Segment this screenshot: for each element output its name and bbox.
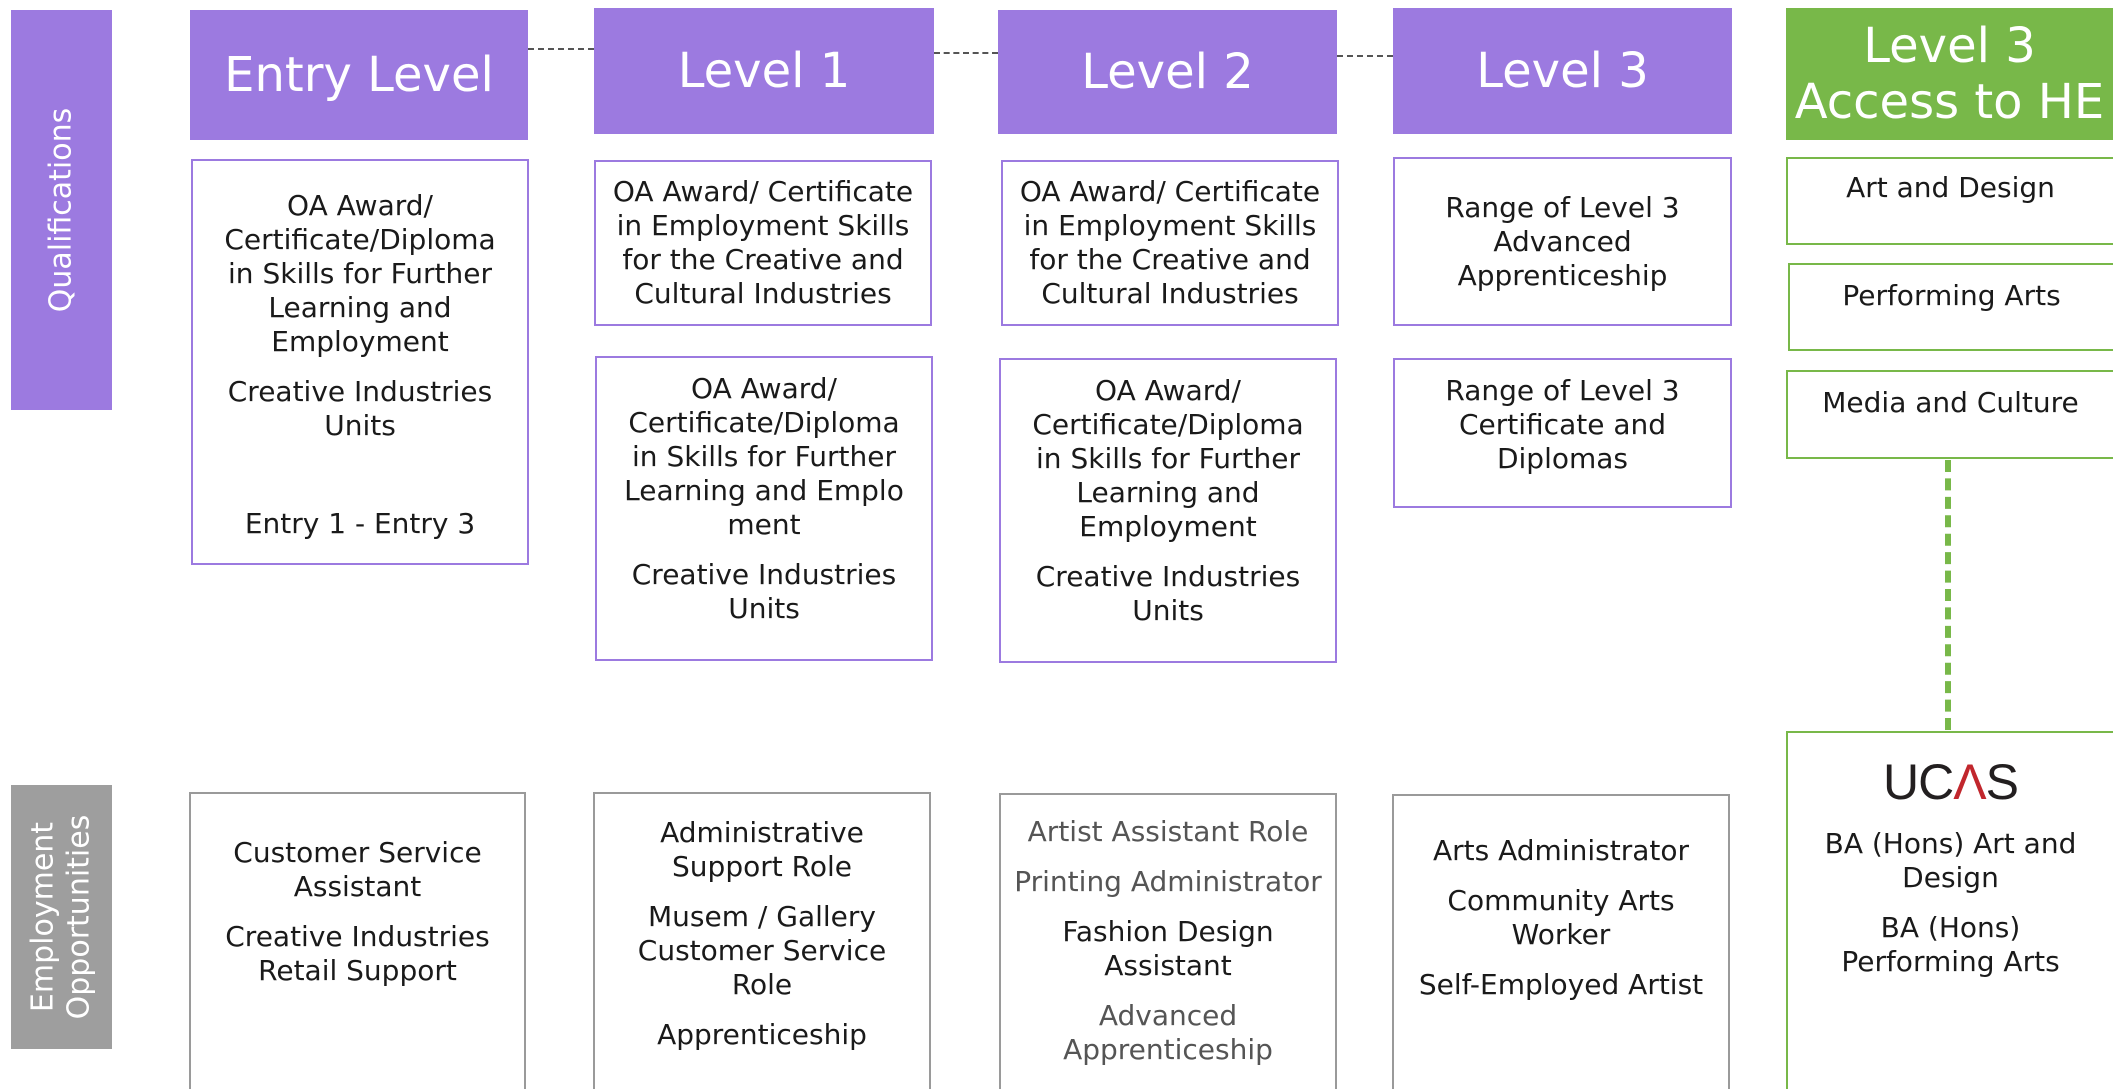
emp-box-entry: Customer Service Assistant Creative Indu…	[189, 792, 526, 1089]
emp-entry-item: Customer Service Assistant	[233, 835, 482, 903]
qual-box-level1-b: OA Award/ Certificate/Diploma in Skills …	[595, 356, 933, 661]
qual-entry-item: Creative Industries Units	[227, 375, 493, 442]
header-access-to-he: Level 3 Access to HE	[1786, 8, 2113, 140]
qualifications-label: Qualifications	[43, 107, 79, 313]
qual-box-level2-a: OA Award/ Certificate in Employment Skil…	[1001, 160, 1339, 326]
qual-level2-b-item: OA Award/ Certificate/Diploma in Skills …	[1032, 374, 1304, 543]
qual-box-level3-a: Range of Level 3 Advanced Apprenticeship	[1393, 157, 1732, 326]
emp-level2-item: Artist Assistant Role	[1027, 815, 1309, 848]
emp-level3-item: Self-Employed Artist	[1418, 968, 1704, 1001]
qual-level1-b-item: Creative Industries Units	[631, 558, 897, 625]
connector-access-ucas	[1945, 460, 1951, 730]
qual-access-item: Art and Design	[1846, 171, 2055, 204]
qual-entry-item: OA Award/ Certificate/Diploma in Skills …	[224, 189, 496, 358]
employment-side-label: Employment Opportunities	[11, 785, 112, 1049]
header-access-line1: Level 3	[1863, 18, 2036, 74]
emp-entry-item: Creative Industries Retail Support	[225, 919, 490, 987]
qual-level1-a-text: OA Award/ Certificate in Employment Skil…	[612, 175, 914, 310]
qual-box-level1-a: OA Award/ Certificate in Employment Skil…	[594, 160, 932, 326]
emp-box-level3: Arts Administrator Community Arts Worker…	[1392, 794, 1730, 1089]
qual-level3-a-text: Range of Level 3 Advanced Apprenticeship	[1445, 190, 1680, 292]
qual-entry-item: Entry 1 - Entry 3	[244, 507, 476, 540]
qual-box-entry: OA Award/ Certificate/Diploma in Skills …	[191, 159, 529, 565]
header-level-1-label: Level 1	[677, 43, 851, 99]
qualifications-side-label: Qualifications	[11, 10, 112, 410]
qual-level2-a-text: OA Award/ Certificate in Employment Skil…	[1019, 175, 1321, 310]
employment-label: Employment Opportunities	[25, 814, 97, 1020]
qual-level1-b-item: OA Award/ Certificate/Diploma in Skills …	[624, 372, 904, 541]
qual-access-item: Media and Culture	[1822, 386, 2079, 419]
emp-box-access: UCΛS BA (Hons) Art and Design BA (Hons) …	[1786, 731, 2113, 1089]
emp-level1-item: Administrative Support Role	[660, 816, 864, 883]
header-access-line2: Access to HE	[1794, 74, 2105, 130]
emp-level2-item: Fashion Design Assistant	[1062, 915, 1274, 982]
header-entry-level-label: Entry Level	[224, 47, 494, 103]
header-entry-level: Entry Level	[190, 10, 528, 140]
emp-box-level1: Administrative Support Role Musem / Gall…	[593, 792, 931, 1089]
header-level-2-label: Level 2	[1081, 44, 1254, 100]
emp-level1-item: Apprenticeship	[657, 1018, 867, 1051]
qual-level2-b-item: Creative Industries Units	[1035, 560, 1301, 627]
emp-level3-item: Arts Administrator	[1432, 834, 1689, 867]
qual-box-level3-b: Range of Level 3 Certificate and Diploma…	[1393, 358, 1732, 508]
emp-box-level2: Artist Assistant Role Printing Administr…	[999, 793, 1337, 1089]
header-level-3-label: Level 3	[1476, 43, 1649, 99]
header-level-2: Level 2	[998, 10, 1337, 134]
qual-access-item: Performing Arts	[1842, 279, 2061, 312]
emp-access-item: BA (Hons) Performing Arts	[1841, 911, 2060, 978]
emp-level1-item: Musem / Gallery Customer Service Role	[637, 900, 887, 1001]
emp-level2-item: Printing Administrator	[1014, 865, 1322, 898]
emp-access-item: BA (Hons) Art and Design	[1824, 827, 2077, 894]
emp-level3-item: Community Arts Worker	[1447, 884, 1675, 951]
connector-entry-level1	[528, 48, 594, 50]
connector-level1-level2	[934, 52, 998, 54]
qual-box-access-art: Art and Design	[1786, 157, 2113, 245]
connector-level2-level3	[1337, 55, 1393, 57]
ucas-logo: UCΛS	[1883, 754, 2019, 810]
qual-box-level2-b: OA Award/ Certificate/Diploma in Skills …	[999, 358, 1337, 663]
header-level-3: Level 3	[1393, 8, 1732, 134]
emp-level2-item: Advanced Apprenticeship	[1063, 999, 1273, 1066]
qual-box-access-performing: Performing Arts	[1788, 263, 2113, 351]
header-level-1: Level 1	[594, 8, 934, 134]
qual-level3-b-text: Range of Level 3 Certificate and Diploma…	[1445, 374, 1680, 475]
qual-box-access-media: Media and Culture	[1786, 370, 2113, 459]
